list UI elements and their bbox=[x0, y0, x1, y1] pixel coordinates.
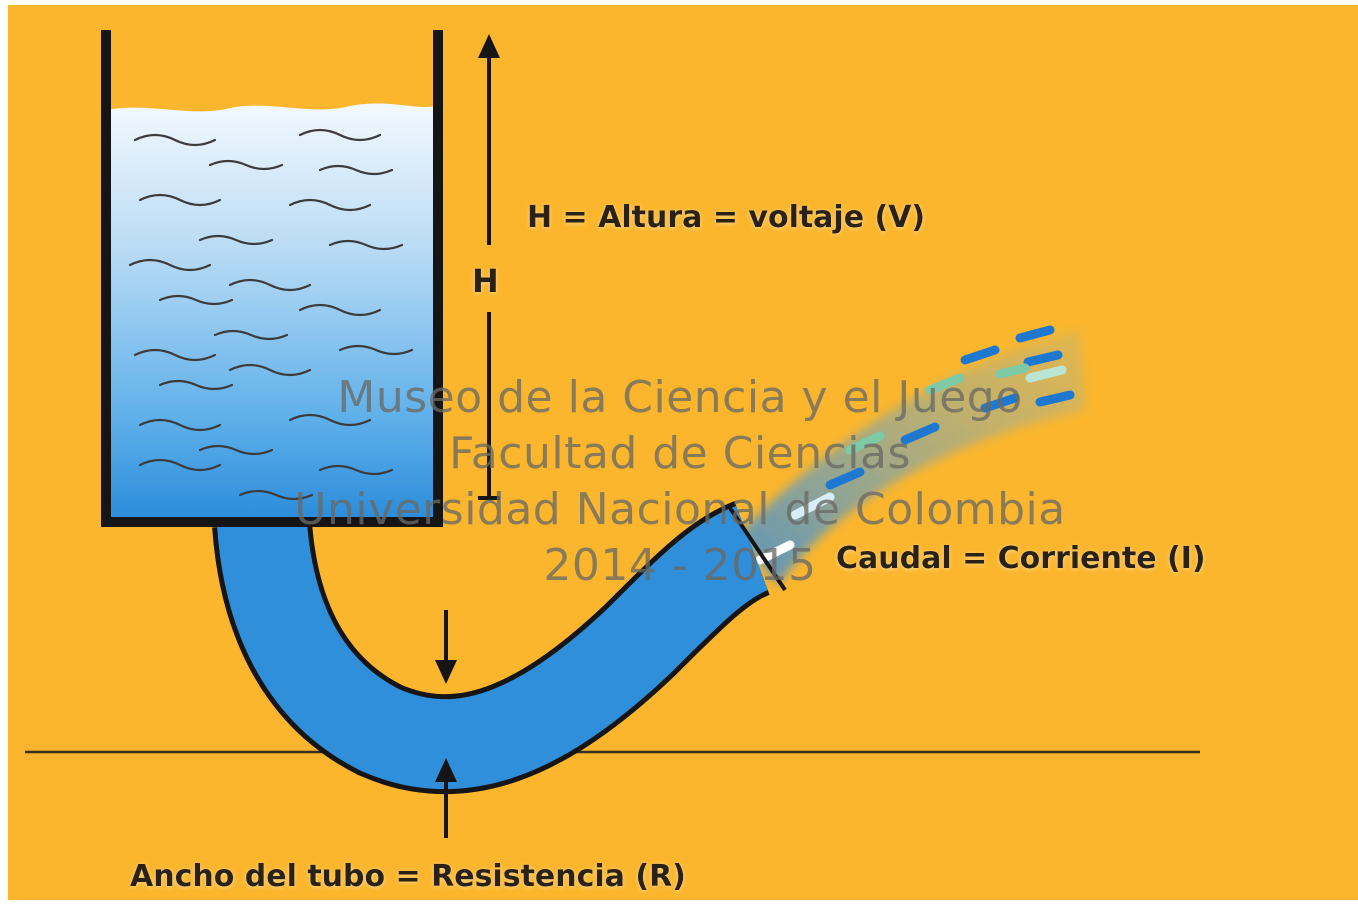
flow-equation-label: Caudal = Corriente (I) bbox=[836, 541, 1206, 576]
watermark-line-1: Museo de la Ciencia y el Juego bbox=[337, 372, 1023, 423]
height-equation-label: H = Altura = voltaje (V) bbox=[527, 200, 925, 235]
water-tank bbox=[101, 30, 443, 527]
height-arrow bbox=[478, 34, 500, 500]
width-arrows bbox=[435, 610, 457, 838]
height-marker-label: H bbox=[472, 262, 499, 300]
watermark-line-4: 2014 - 2015 bbox=[543, 540, 817, 591]
tube bbox=[212, 501, 787, 795]
watermark-line-2: Facultad de Ciencias bbox=[449, 428, 911, 479]
watermark-line-3: Universidad Nacional de Colombia bbox=[294, 484, 1066, 535]
width-equation-label: Ancho del tubo = Resistencia (R) bbox=[130, 859, 686, 894]
water-ripples bbox=[128, 128, 414, 501]
